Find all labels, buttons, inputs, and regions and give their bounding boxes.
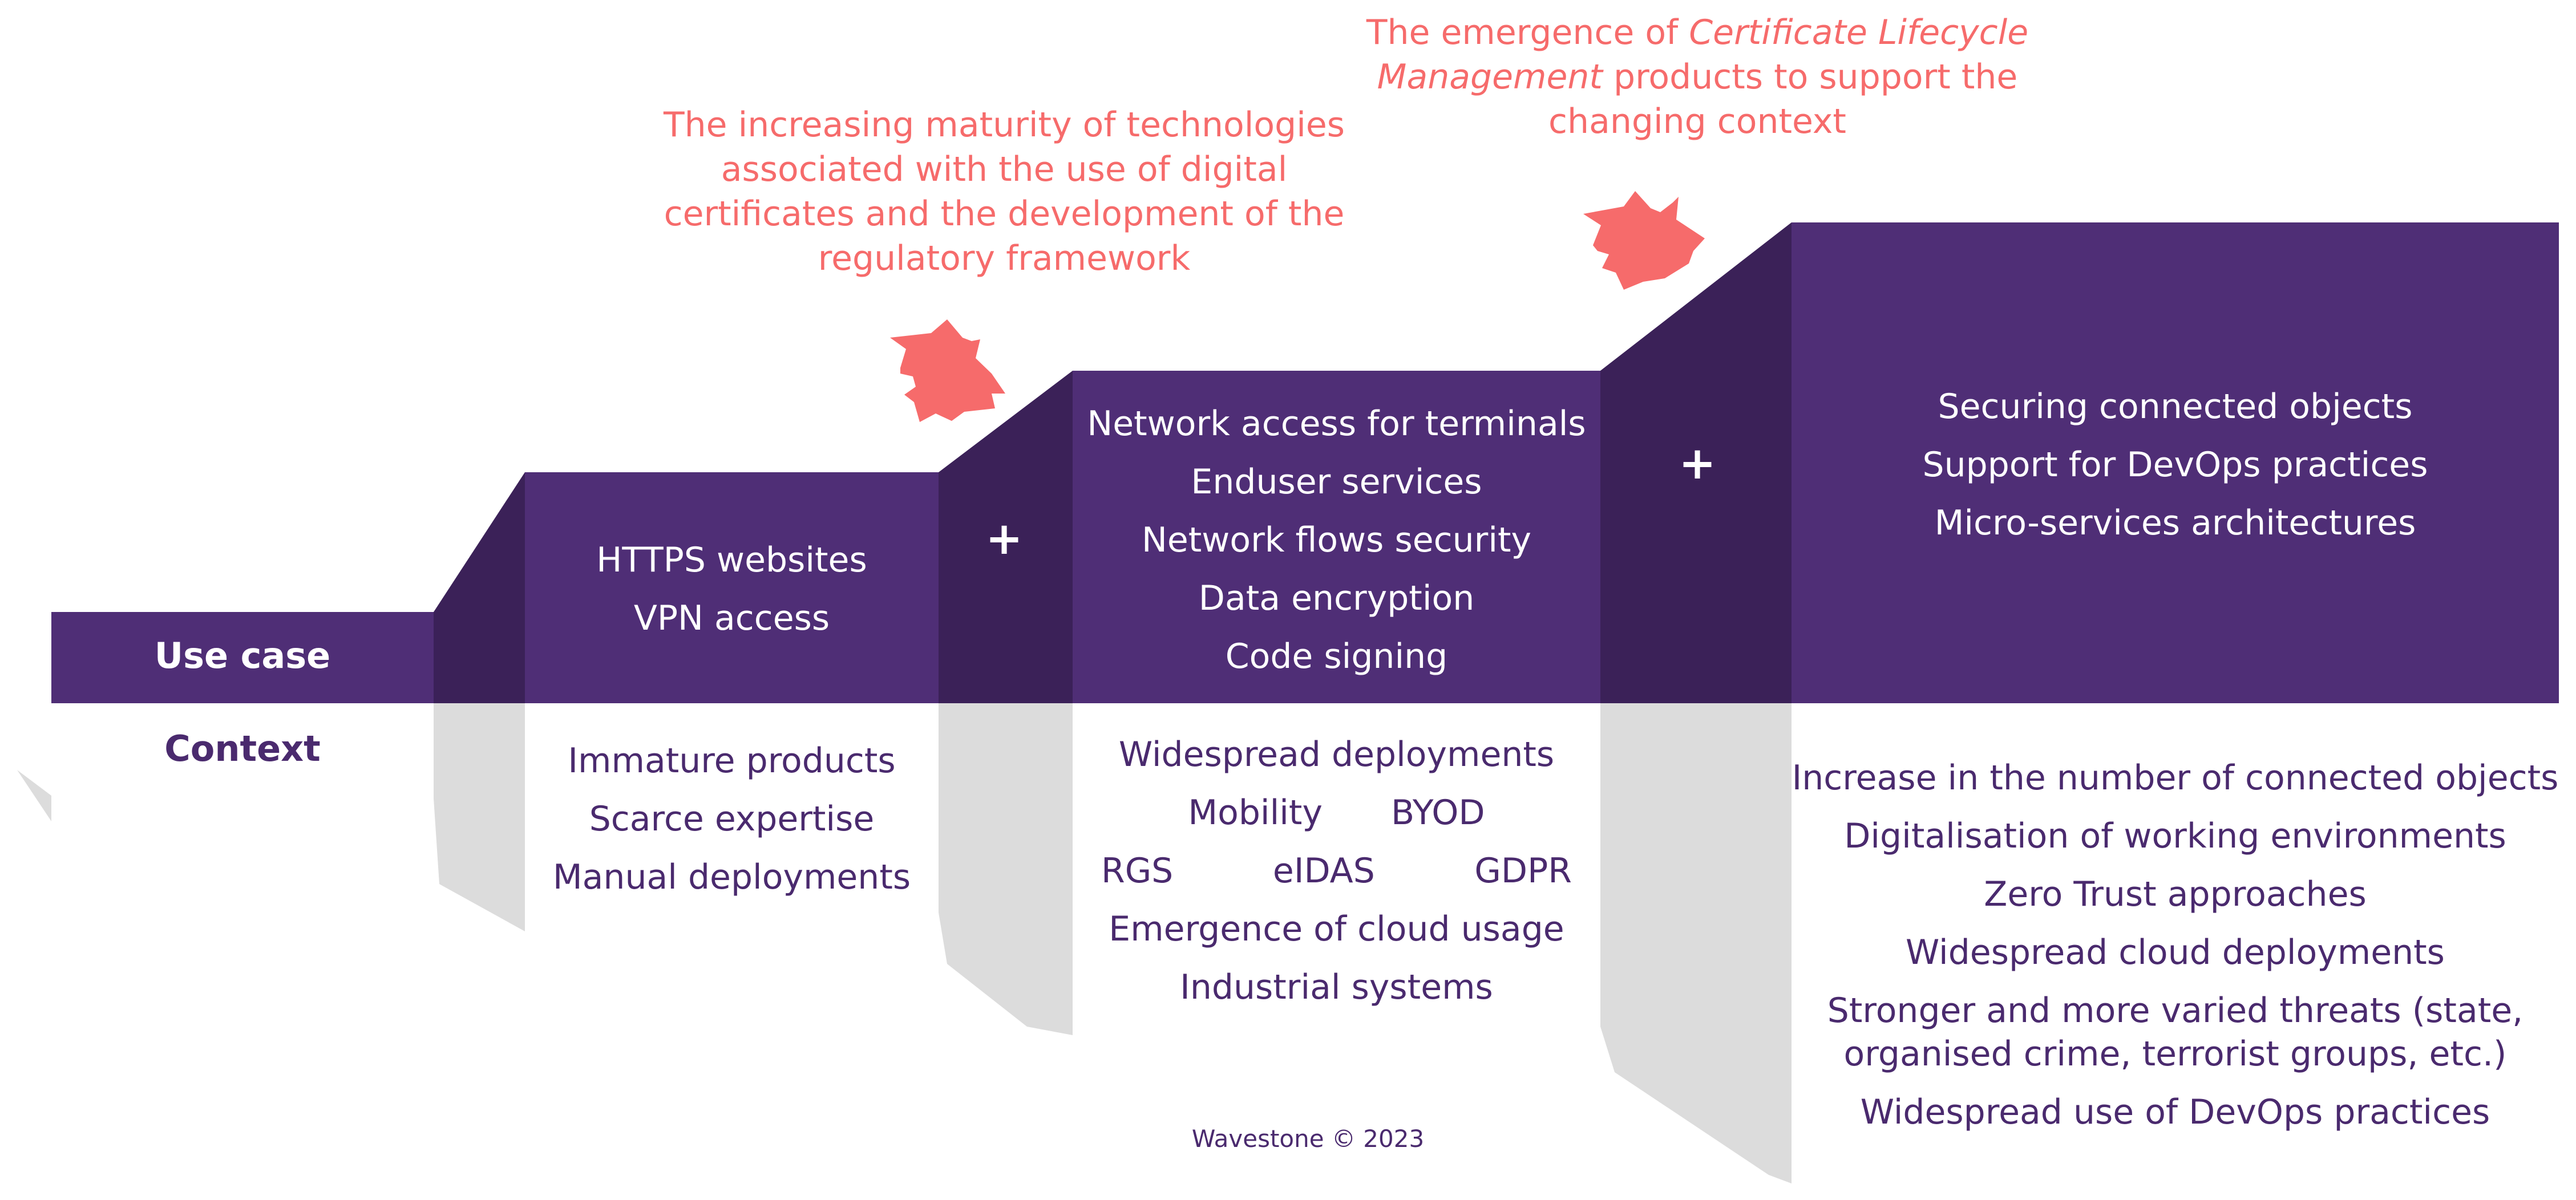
annotation-line: certificates and the development of the [664,194,1345,234]
context-label: Context [164,728,321,769]
context-item: Industrial systems [1180,967,1493,1007]
use-case-label-box [51,612,434,703]
annotation-technology-maturity: The increasing maturity of technologies … [633,103,1375,281]
context-item: Zero Trust approaches [1984,874,2367,914]
use-case-item: Code signing [1225,637,1448,676]
context-item: Stronger and more varied threats (state, [1827,991,2524,1031]
shadow-label [17,770,51,821]
context-label-box [51,703,434,796]
shadow-fold-3 [1600,703,1792,1183]
plus-icon: + [1679,438,1716,489]
annotation-text: products to support the [1602,57,2018,97]
context-box-2 [1073,703,1600,1035]
annotation-line: Management products to support the [1312,55,2082,99]
annotation-line: The emergence of Certificate Lifecycle [1312,10,2082,55]
use-case-band [51,222,2559,703]
use-case-item: HTTPS websites [596,540,867,580]
plus-icon: + [985,513,1023,565]
annotation-italic: Certificate Lifecycle [1689,13,2029,52]
use-case-item: Data encryption [1198,578,1475,618]
riser-1 [434,472,525,703]
shadows [17,703,1792,1183]
context-row: Mobility BYOD [1101,784,1572,842]
use-case-item: Network access for terminals [1087,404,1586,444]
starburst-icon [890,319,1005,422]
copyright-footer: Wavestone © 2023 [1191,1125,1425,1153]
context-item: Widespread deployments [1118,735,1555,775]
context-box-1 [525,703,939,931]
context-item: Manual deployments [552,857,911,897]
use-case-item: Micro-services architectures [1934,503,2416,543]
context-item: organised crime, terrorist groups, etc.) [1843,1034,2507,1074]
context-box-3 [1792,703,2559,1183]
riser-3 [1600,222,1792,703]
context-list-1: Immature products Scarce expertise Manua… [525,732,939,906]
use-case-list-3: Securing connected objects Support for D… [1792,378,2559,552]
annotation-text: The emergence of [1366,13,1689,52]
shadow-fold-2 [939,703,1073,1035]
context-item: Immature products [568,741,896,781]
annotation-italic: Management [1377,57,1603,97]
use-case-item: VPN access [633,598,830,638]
context-item: GDPR [1474,851,1572,891]
context-list-2: Widespread deployments Mobility BYOD RGS… [1101,725,1572,1016]
annotation-line: regulatory framework [818,238,1191,278]
context-row: RGS eIDAS GDPR [1101,842,1572,900]
use-case-item: Enduser services [1191,462,1482,502]
use-case-box-1 [525,472,939,703]
context-item: RGS [1101,851,1174,891]
use-case-box-2 [1073,371,1600,703]
context-item: eIDAS [1272,851,1375,891]
annotation-clm-products: The emergence of Certificate Lifecycle M… [1312,10,2082,144]
use-case-item: Securing connected objects [1938,387,2413,427]
context-item: Digitalisation of working environments [1844,816,2506,856]
use-case-item: Network flows security [1141,520,1532,560]
context-item: Increase in the number of connected obje… [1792,758,2559,798]
riser-2 [939,371,1073,703]
context-item: BYOD [1390,793,1485,833]
starburst-icon [1583,191,1705,290]
annotation-line: changing context [1548,102,1846,141]
use-case-item: Support for DevOps practices [1922,445,2428,485]
context-item: Emergence of cloud usage [1109,909,1564,949]
context-boxes [51,703,2559,1183]
context-item: Mobility [1188,793,1323,833]
use-case-list-1: HTTPS websites VPN access [525,531,939,647]
context-list-3: Increase in the number of connected obje… [1792,749,2559,1141]
use-case-label: Use case [154,635,331,676]
context-item: Scarce expertise [589,799,875,839]
use-case-list-2: Network access for terminals Enduser ser… [1073,395,1600,686]
context-item: Widespread use of DevOps practices [1860,1092,2490,1132]
annotation-line: associated with the use of digital [721,149,1288,189]
annotation-line: The increasing maturity of technologies [663,105,1345,145]
use-case-box-3 [1792,222,2559,703]
shadow-fold-1 [434,703,525,931]
context-item: Widespread cloud deployments [1906,933,2445,972]
